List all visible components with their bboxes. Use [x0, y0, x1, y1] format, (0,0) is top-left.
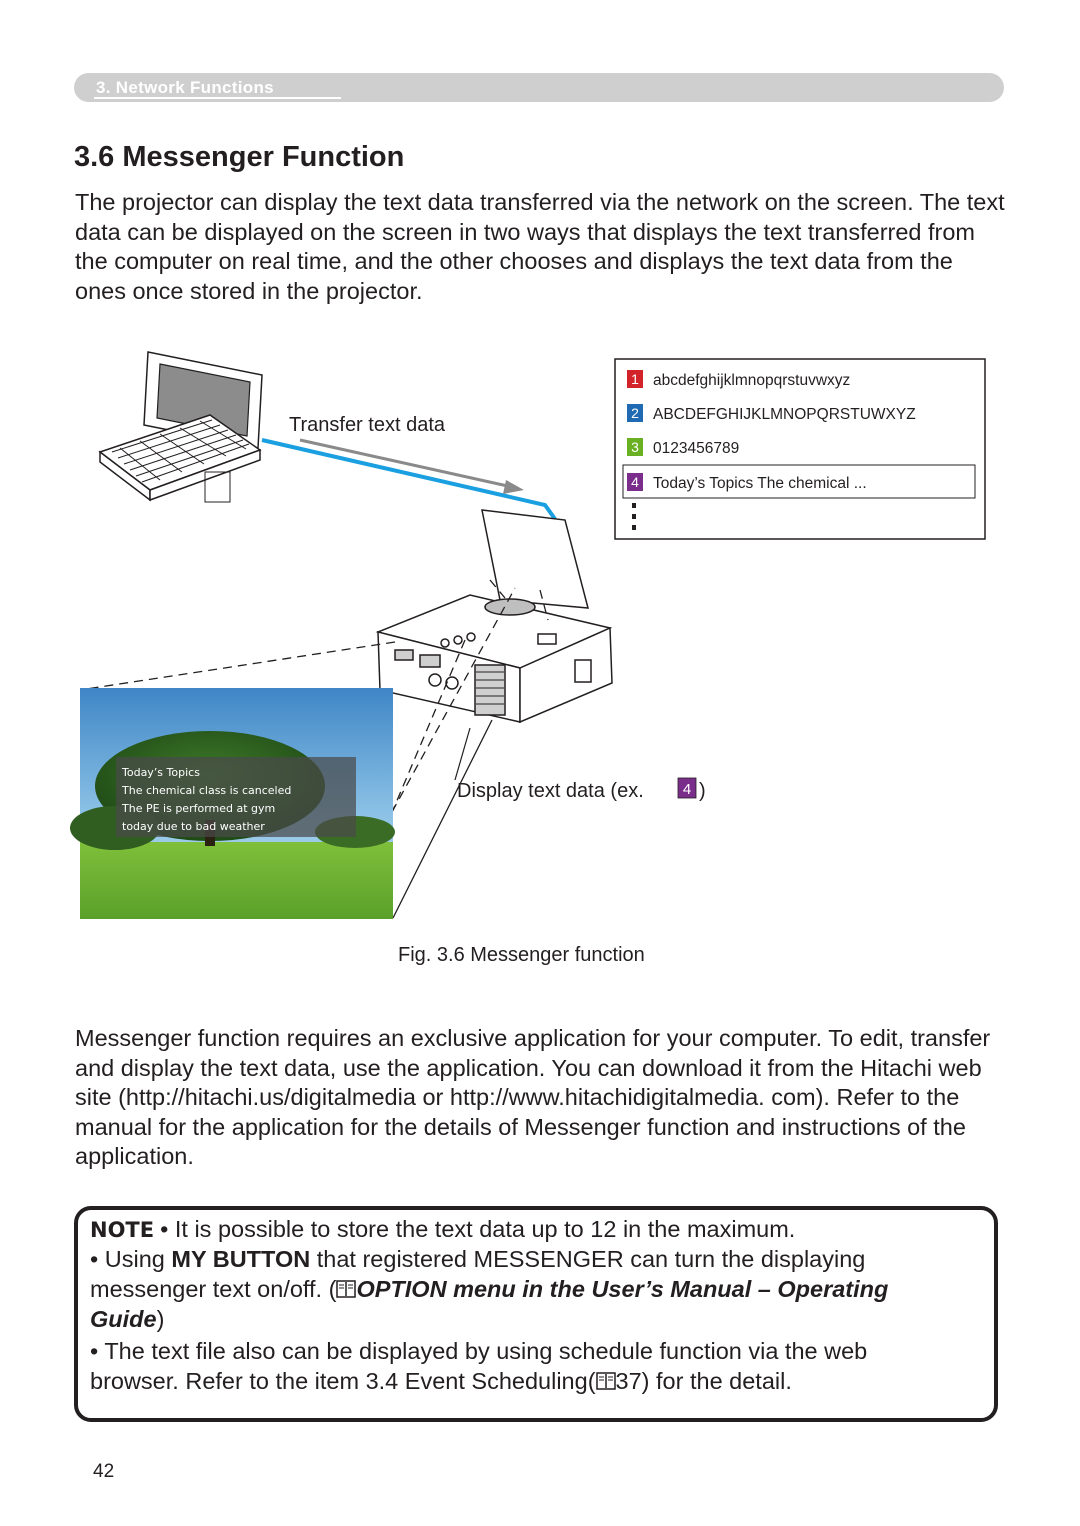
projected-screen-image: Today’s Topics The chemical class is can…	[70, 688, 395, 919]
list-item: 1 abcdefghijklmnopqrstuvwxyz	[627, 370, 850, 389]
laptop-illustration	[98, 351, 263, 503]
transfer-arrow	[261, 438, 557, 521]
screen-text-line: today due to bad weather	[122, 820, 265, 833]
stored-text-list: 1 abcdefghijklmnopqrstuvwxyz 2 ABCDEFGHI…	[614, 358, 986, 540]
list-item-selected: 4 Today’s Topics The chemical ...	[627, 473, 867, 492]
figure-caption: Fig. 3.6 Messenger function	[398, 944, 645, 966]
section-label: 3. Network Functions	[96, 78, 274, 97]
note-line-4: Guide)	[90, 1306, 165, 1332]
svg-text:abcdefghijklmnopqrstuvwxyz: abcdefghijklmnopqrstuvwxyz	[653, 372, 850, 389]
transfer-pointer-arrow	[299, 438, 513, 489]
svg-text:Today’s Topics The chemical ..: Today’s Topics The chemical ...	[653, 475, 867, 492]
note-line-6: browser. Refer to the item 3.4 Event Sch…	[90, 1368, 792, 1394]
transfer-label: Transfer text data	[289, 414, 446, 436]
projection-lines	[79, 579, 549, 813]
body-paragraph: Messenger function requires an exclusive…	[75, 1025, 991, 1170]
page-title: 3.6 Messenger Function	[74, 141, 405, 173]
svg-text:1: 1	[631, 371, 639, 387]
note-box: NOTE• It is possible to store the text d…	[74, 1206, 998, 1422]
book-icon	[336, 1280, 357, 1298]
projector-illustration	[375, 509, 613, 724]
list-item: 3 0123456789	[627, 438, 739, 457]
display-label: Display text data (ex.	[457, 780, 644, 802]
more-items-ellipsis	[632, 503, 636, 530]
page-reference: 37	[615, 1368, 642, 1394]
svg-text:4: 4	[631, 474, 639, 490]
header-underline	[94, 97, 341, 99]
svg-text:2: 2	[631, 405, 639, 421]
screen-text-line: Today’s Topics	[121, 766, 200, 779]
intro-paragraph: The projector can display the text data …	[75, 189, 1005, 304]
svg-text:4: 4	[683, 781, 691, 798]
svg-text:ABCDEFGHIJKLMNOPQRSTUWXYZ: ABCDEFGHIJKLMNOPQRSTUWXYZ	[653, 406, 916, 423]
list-item: 2 ABCDEFGHIJKLMNOPQRSTUWXYZ	[627, 404, 916, 423]
page-number: 42	[93, 1461, 115, 1482]
option-menu-reference: OPTION menu in the User’s Manual – Opera…	[356, 1276, 889, 1302]
note-line-2: • Using MY BUTTON that registered MESSEN…	[90, 1246, 866, 1272]
section-header-bar: 3. Network Functions	[74, 73, 1004, 102]
book-icon	[595, 1372, 616, 1390]
note-line-5: • The text file also can be displayed by…	[90, 1338, 868, 1364]
note-label: NOTE	[90, 1218, 155, 1242]
svg-text:3: 3	[631, 439, 639, 455]
screen-text-line: The PE is performed at gym	[121, 802, 275, 815]
display-label-badge: 4	[677, 777, 697, 799]
note-line-3: messenger text on/off. (OPTION menu in t…	[90, 1276, 889, 1302]
display-label-close: )	[699, 780, 706, 802]
screen-text-line: The chemical class is canceled	[121, 784, 291, 797]
note-line-1: NOTE• It is possible to store the text d…	[90, 1216, 796, 1242]
svg-text:0123456789: 0123456789	[653, 440, 739, 457]
messenger-diagram: Transfer text data 1 abcdefghijklmnopqrs…	[70, 351, 986, 919]
